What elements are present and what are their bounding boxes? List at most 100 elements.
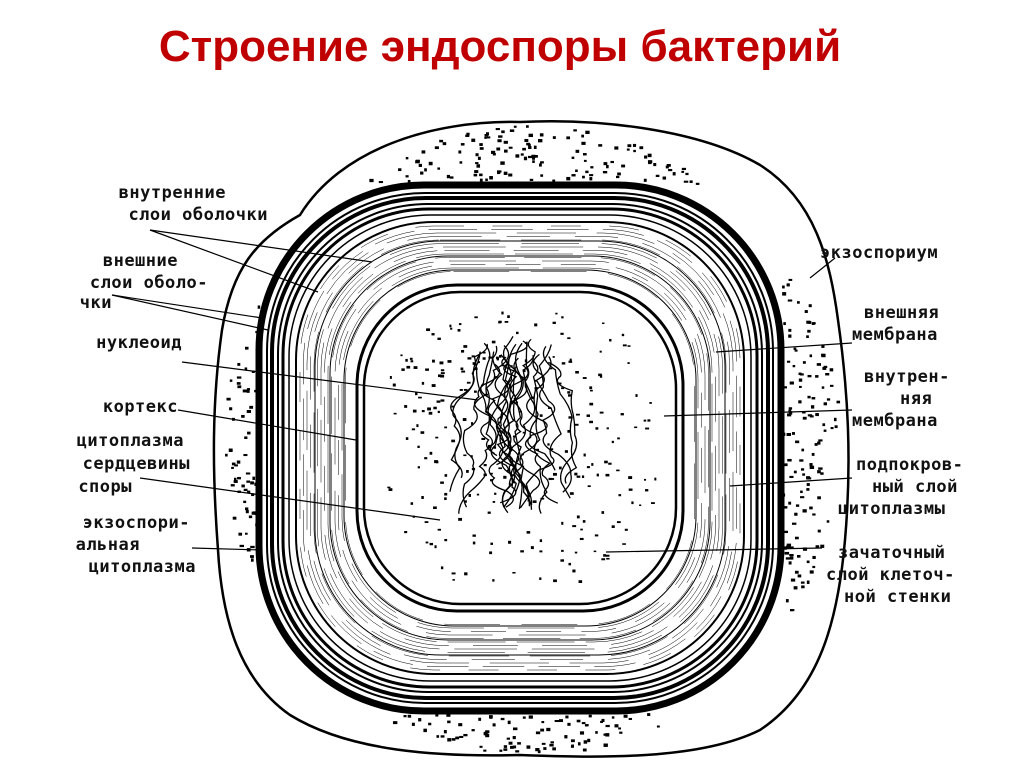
dot bbox=[251, 511, 255, 515]
dot bbox=[479, 147, 484, 150]
dot bbox=[528, 155, 533, 159]
dot bbox=[822, 366, 827, 370]
dot bbox=[497, 139, 502, 143]
dot bbox=[582, 153, 587, 156]
nucleoid-fibril bbox=[524, 360, 548, 514]
dot bbox=[535, 731, 541, 735]
cortex-line bbox=[303, 229, 737, 667]
dot bbox=[787, 413, 792, 417]
dot bbox=[512, 736, 516, 740]
dot bbox=[574, 472, 578, 476]
dot bbox=[244, 436, 248, 440]
dot bbox=[806, 320, 811, 324]
dot bbox=[601, 558, 606, 561]
nucleoid-fibril bbox=[535, 356, 572, 493]
svg-text:сердцевины: сердцевины bbox=[83, 454, 190, 474]
dot bbox=[431, 384, 436, 388]
dot bbox=[406, 365, 411, 369]
dot bbox=[603, 554, 607, 557]
dot bbox=[444, 497, 447, 501]
dot bbox=[251, 370, 255, 374]
dot bbox=[503, 140, 508, 144]
dot bbox=[248, 515, 253, 519]
dot bbox=[793, 470, 797, 474]
dot bbox=[818, 467, 823, 470]
dot bbox=[472, 362, 476, 365]
dot bbox=[806, 335, 809, 339]
dot bbox=[788, 501, 792, 505]
label-core-cytoplasm: цитоплазма сердцевины споры bbox=[77, 431, 190, 497]
dot bbox=[791, 522, 797, 525]
dot bbox=[571, 156, 575, 159]
dot bbox=[794, 570, 799, 574]
dot bbox=[477, 156, 481, 160]
dot bbox=[244, 532, 248, 535]
dot bbox=[529, 178, 534, 182]
dot bbox=[672, 172, 676, 176]
dot bbox=[447, 738, 452, 742]
dot bbox=[450, 327, 453, 330]
dot bbox=[808, 304, 812, 308]
dot bbox=[496, 356, 499, 360]
dot bbox=[245, 472, 251, 475]
dot bbox=[455, 736, 460, 740]
dot bbox=[789, 475, 794, 479]
dot bbox=[604, 460, 608, 464]
dot bbox=[404, 405, 408, 408]
dot bbox=[474, 170, 479, 173]
dot bbox=[534, 155, 538, 158]
dot bbox=[582, 748, 587, 752]
dot bbox=[421, 381, 425, 385]
dot bbox=[783, 506, 788, 509]
dot bbox=[508, 483, 512, 485]
dot bbox=[440, 481, 444, 484]
dot bbox=[479, 143, 483, 146]
dot bbox=[472, 541, 476, 545]
dot bbox=[580, 528, 583, 531]
dot bbox=[526, 745, 531, 749]
dot bbox=[583, 453, 586, 457]
cortex-line bbox=[317, 243, 723, 653]
svg-text:мембрана: мембрана bbox=[852, 325, 938, 345]
svg-text:ной стенки: ной стенки bbox=[844, 587, 951, 607]
dot bbox=[783, 546, 788, 550]
dot bbox=[807, 477, 812, 480]
dot bbox=[489, 479, 494, 482]
dot bbox=[393, 412, 397, 415]
dot bbox=[788, 407, 793, 410]
dot bbox=[558, 466, 562, 470]
dot bbox=[522, 431, 526, 434]
dot bbox=[461, 349, 465, 353]
dot bbox=[595, 731, 598, 734]
dot bbox=[552, 136, 556, 139]
dot bbox=[649, 402, 652, 404]
dot bbox=[836, 400, 841, 404]
dot bbox=[655, 174, 660, 177]
dot bbox=[472, 534, 476, 537]
dot bbox=[569, 492, 574, 495]
dot bbox=[811, 452, 815, 456]
dot bbox=[228, 448, 233, 452]
dot bbox=[582, 175, 585, 179]
dot bbox=[585, 170, 589, 174]
nucleoid-fibril bbox=[532, 353, 559, 504]
dot bbox=[639, 146, 644, 150]
dot bbox=[575, 370, 579, 374]
dot bbox=[435, 714, 439, 717]
dot bbox=[532, 500, 537, 503]
dot bbox=[616, 521, 621, 524]
dot bbox=[500, 717, 505, 721]
dot bbox=[786, 433, 791, 436]
dot bbox=[800, 468, 805, 471]
dot bbox=[418, 163, 422, 167]
dot bbox=[495, 128, 500, 131]
dot bbox=[496, 147, 501, 151]
dot bbox=[788, 334, 792, 338]
dot bbox=[622, 344, 627, 347]
dot bbox=[618, 494, 622, 497]
dot bbox=[615, 175, 620, 179]
dot bbox=[522, 147, 526, 151]
dot bbox=[802, 473, 806, 476]
dot bbox=[683, 180, 689, 183]
dot bbox=[786, 543, 792, 547]
